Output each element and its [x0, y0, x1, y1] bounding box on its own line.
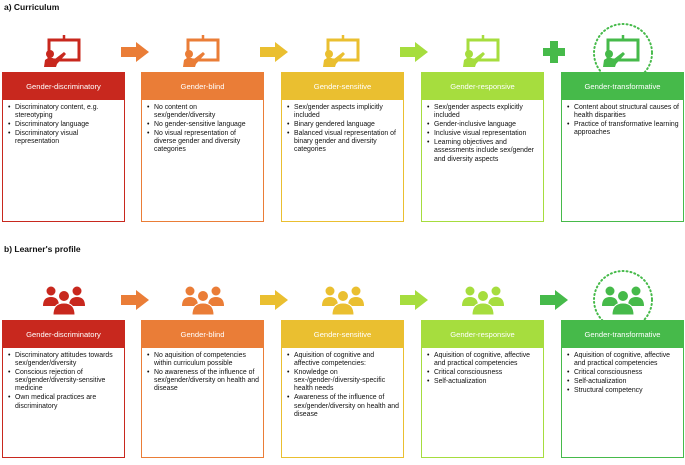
list-item: Knowledge on sex-/gender-/diversity-spec…: [287, 369, 399, 393]
stage-header: Gender-discriminatory: [3, 73, 124, 100]
stage-header: Gender-transformative: [562, 321, 683, 348]
presentation-board-icon: [461, 34, 505, 68]
arrow-right-icon: [121, 42, 149, 62]
presentation-board-icon: [181, 34, 225, 68]
presentation-board-icon: [42, 34, 86, 68]
stage-box-gender-discriminatory: Gender-discriminatoryDiscriminatory atti…: [2, 320, 125, 458]
list-item: Content about structural causes of healt…: [567, 104, 679, 120]
stage-item-list: Discriminatory attitudes towards sex/gen…: [3, 348, 124, 415]
stage-item-list: No aquisition of competencies within cur…: [142, 348, 263, 397]
list-item: No visual representation of diverse gend…: [147, 130, 259, 154]
stage-box-gender-transformative: Gender-transformativeAquisition of cogni…: [561, 320, 684, 458]
people-group-icon: [461, 282, 505, 316]
list-item: Balanced visual representation of binary…: [287, 130, 399, 154]
stage-header: Gender-responsive: [422, 73, 543, 100]
list-item: Sex/gender aspects implicitly included: [287, 104, 399, 120]
stage-header: Gender-discriminatory: [3, 321, 124, 348]
list-item: Inclusive visual representation: [427, 130, 539, 138]
list-item: Structural competency: [567, 387, 679, 395]
list-item: Discriminatory content, e.g. stereotypin…: [8, 104, 120, 120]
stage-item-list: Aquisition of cognitive, affective and p…: [562, 348, 683, 399]
presentation-board-icon: [601, 34, 645, 68]
plus-icon: [542, 40, 566, 64]
list-item: No content on sex/gender/diversity: [147, 104, 259, 120]
list-item: Conscious rejection of sex/gender/divers…: [8, 369, 120, 393]
list-item: Critical consciousness: [427, 369, 539, 377]
stage-item-list: Content about structural causes of healt…: [562, 100, 683, 141]
list-item: Self-actualization: [567, 378, 679, 386]
list-item: Self-actualization: [427, 378, 539, 386]
stage-header: Gender-sensitive: [282, 321, 403, 348]
section-curriculum-title: a) Curriculum: [4, 2, 60, 12]
list-item: Discriminatory attitudes towards sex/gen…: [8, 352, 120, 368]
arrow-right-icon: [540, 290, 568, 310]
list-item: Aquisition of cognitive and affective co…: [287, 352, 399, 368]
list-item: Binary gendered language: [287, 121, 399, 129]
people-group-icon: [601, 282, 645, 316]
stage-box-gender-sensitive: Gender-sensitiveAquisition of cognitive …: [281, 320, 404, 458]
list-item: Aquisition of cognitive, affective and p…: [427, 352, 539, 368]
arrow-right-icon: [400, 42, 428, 62]
presentation-board-icon: [321, 34, 365, 68]
stage-item-list: Aquisition of cognitive and affective co…: [282, 348, 403, 423]
list-item: Learning objectives and assessments incl…: [427, 139, 539, 163]
list-item: No gender-sensitive language: [147, 121, 259, 129]
stage-header: Gender-transformative: [562, 73, 683, 100]
arrow-right-icon: [400, 290, 428, 310]
stage-header: Gender-blind: [142, 73, 263, 100]
list-item: No awareness of the influence of sex/gen…: [147, 369, 259, 393]
list-item: Awareness of the influence of sex/gender…: [287, 394, 399, 418]
arrow-right-icon: [121, 290, 149, 310]
people-group-icon: [321, 282, 365, 316]
arrow-right-icon: [260, 290, 288, 310]
people-group-icon: [181, 282, 225, 316]
list-item: Critical consciousness: [567, 369, 679, 377]
stage-box-gender-discriminatory: Gender-discriminatoryDiscriminatory cont…: [2, 72, 125, 222]
stage-item-list: Discriminatory content, e.g. stereotypin…: [3, 100, 124, 150]
list-item: Own medical practices are discriminatory: [8, 394, 120, 410]
stage-box-gender-blind: Gender-blind No aquisition of competencie…: [141, 320, 264, 458]
list-item: Sex/gender aspects explicitly included: [427, 104, 539, 120]
stage-box-gender-responsive: Gender-responsiveSex/gender aspects expl…: [421, 72, 544, 222]
list-item: Gender-inclusive language: [427, 121, 539, 129]
stage-header: Gender-sensitive: [282, 73, 403, 100]
arrow-right-icon: [260, 42, 288, 62]
stage-header: Gender-responsive: [422, 321, 543, 348]
people-group-icon: [42, 282, 86, 316]
stage-box-gender-transformative: Gender-transformativeContent about struc…: [561, 72, 684, 222]
stage-item-list: Sex/gender aspects implicitly includedBi…: [282, 100, 403, 159]
list-item: Practice of transformative learning appr…: [567, 121, 679, 137]
list-item: Aquisition of cognitive, affective and p…: [567, 352, 679, 368]
stage-item-list: No content on sex/gender/diversityNo gen…: [142, 100, 263, 159]
stage-item-list: Sex/gender aspects explicitly includedGe…: [422, 100, 543, 168]
list-item: No aquisition of competencies within cur…: [147, 352, 259, 368]
stage-item-list: Aquisition of cognitive, affective and p…: [422, 348, 543, 390]
section-learner-profile-title: b) Learner's profile: [4, 244, 81, 254]
stage-box-gender-responsive: Gender-responsiveAquisition of cognitive…: [421, 320, 544, 458]
stage-box-gender-sensitive: Gender-sensitiveSex/gender aspects impli…: [281, 72, 404, 222]
stage-box-gender-blind: Gender-blindNo content on sex/gender/div…: [141, 72, 264, 222]
list-item: Discriminatory language: [8, 121, 120, 129]
stage-header: Gender-blind: [142, 321, 263, 348]
list-item: Discriminatory visual representation: [8, 130, 120, 146]
